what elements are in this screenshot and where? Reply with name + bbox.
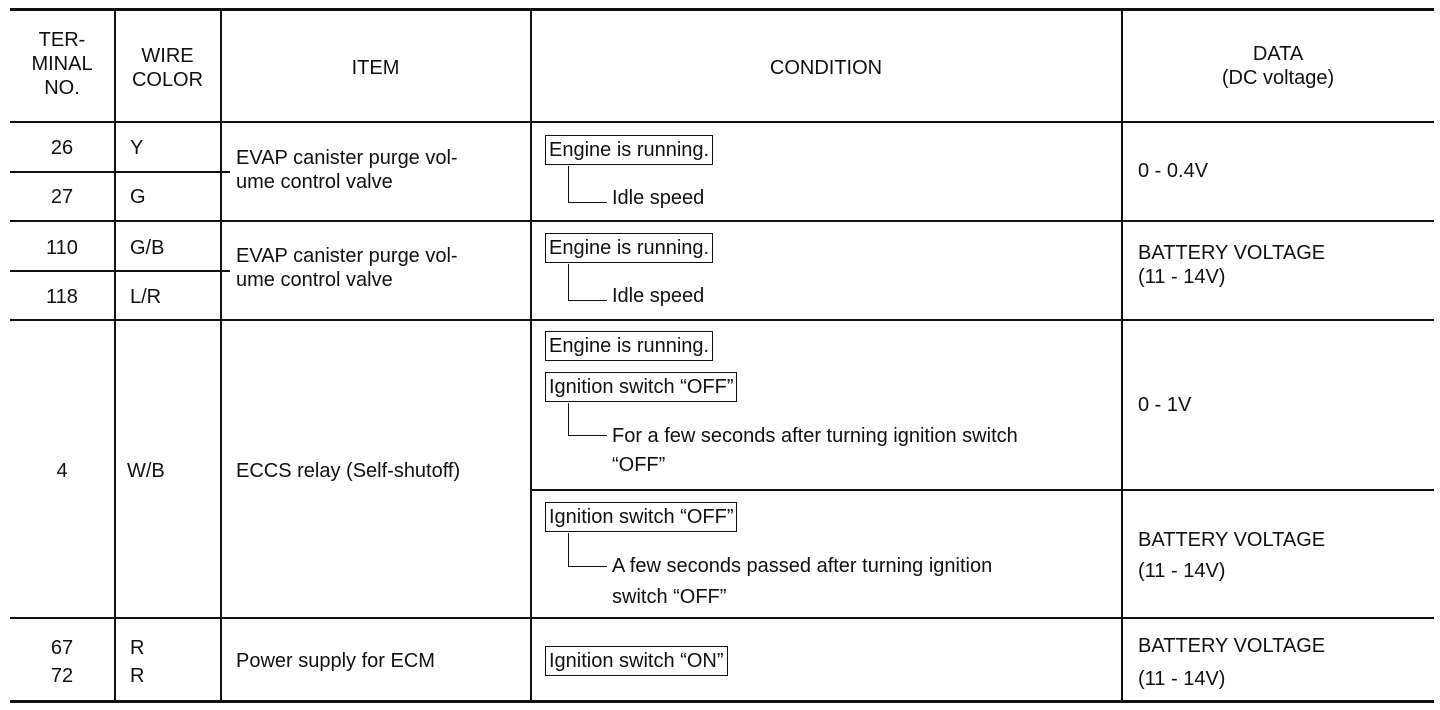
wire-color: R R <box>130 637 145 687</box>
data-value: 0 - 1V <box>1138 394 1192 416</box>
terminal-number: 67 72 <box>50 637 74 687</box>
column-divider <box>530 10 532 702</box>
item-name: EVAP canister purge vol- ume control val… <box>236 245 458 291</box>
column-divider <box>114 10 116 702</box>
wire-color: G <box>130 186 146 208</box>
header-wire-color: WIRE COLOR <box>131 45 204 91</box>
terminal-number: 4 <box>56 460 68 482</box>
condition-detail: Idle speed <box>612 285 705 307</box>
header-condition: CONDITION <box>769 57 883 79</box>
condition-detail: Idle speed <box>612 187 705 209</box>
condition-connector <box>568 166 607 203</box>
header-data: DATA (DC voltage) <box>1221 43 1335 89</box>
condition-box: Engine is running. <box>545 331 714 361</box>
header-bottom-rule <box>10 121 1434 123</box>
condition-connector <box>568 264 607 301</box>
row-divider <box>10 171 230 173</box>
condition-detail: A few seconds passed after turning ignit… <box>612 555 993 608</box>
header-terminal: TER- MINAL NO. <box>31 29 93 99</box>
table-top-rule <box>10 8 1434 11</box>
condition-detail: For a few seconds after turning ignition… <box>612 425 1018 476</box>
data-value: 0 - 0.4V <box>1138 160 1209 182</box>
column-divider <box>220 10 222 702</box>
row-divider <box>10 617 1434 619</box>
terminal-number: 118 <box>46 286 78 308</box>
terminal-number: 26 <box>50 137 74 159</box>
wire-color: L/R <box>130 286 162 308</box>
condition-box: Ignition switch “OFF” <box>545 372 738 402</box>
condition-box: Engine is running. <box>545 233 714 263</box>
condition-box: Ignition switch “ON” <box>545 646 728 676</box>
wire-color: W/B <box>127 460 165 482</box>
row-divider <box>531 489 1434 491</box>
header-item: ITEM <box>351 57 400 79</box>
wire-color: Y <box>130 137 144 159</box>
data-value: BATTERY VOLTAGE (11 - 14V) <box>1138 635 1326 690</box>
row-divider <box>10 270 230 272</box>
item-name: ECCS relay (Self-shutoff) <box>236 460 461 482</box>
item-name: EVAP canister purge vol- ume control val… <box>236 147 458 193</box>
data-value: BATTERY VOLTAGE (11 - 14V) <box>1138 242 1326 288</box>
condition-connector <box>568 403 607 436</box>
row-divider <box>10 319 1434 321</box>
item-name: Power supply for ECM <box>236 650 435 672</box>
condition-box: Engine is running. <box>545 135 714 165</box>
data-value: BATTERY VOLTAGE (11 - 14V) <box>1138 529 1326 582</box>
terminal-number: 27 <box>50 186 74 208</box>
condition-box: Ignition switch “OFF” <box>545 502 738 532</box>
wire-color: G/B <box>130 237 165 259</box>
column-divider <box>1121 10 1123 702</box>
condition-connector <box>568 533 607 567</box>
row-divider <box>10 220 1434 222</box>
terminal-number: 110 <box>46 237 78 259</box>
table-bottom-rule <box>10 700 1434 703</box>
terminal-table: TER- MINAL NO. WIRE COLOR ITEM CONDITION… <box>10 0 1434 710</box>
